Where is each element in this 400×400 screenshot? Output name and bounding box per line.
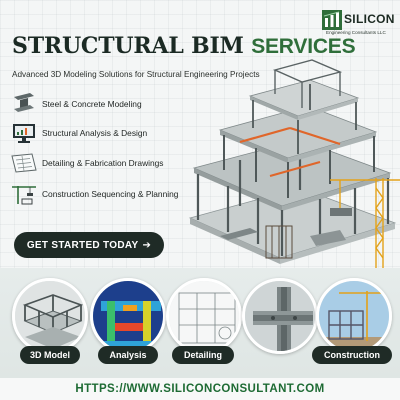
arrow-right-icon: ➔ xyxy=(142,239,152,251)
construction-site-icon xyxy=(319,281,389,351)
thumb-analysis[interactable] xyxy=(90,278,166,354)
bim-building-illustration xyxy=(188,59,400,268)
feature-item-detailing: Detailing & Fabrication Drawings xyxy=(10,151,200,175)
fea-heatmap-icon xyxy=(93,281,163,351)
category-construction[interactable]: Construction xyxy=(312,346,392,364)
brand-subtitle: Engineering Consultants LLC xyxy=(326,30,386,35)
footer: HTTPS://WWW.SILICONCONSULTANT.COM xyxy=(0,378,400,400)
website-url-link[interactable]: HTTPS://WWW.SILICONCONSULTANT.COM xyxy=(75,383,325,395)
feature-item-steel-concrete: Steel & Concrete Modeling xyxy=(10,92,200,116)
steel-connection-icon xyxy=(245,281,315,351)
thumb-3d-model[interactable] xyxy=(12,278,88,354)
title-part-1: STRUCTURAL BIM xyxy=(12,33,244,59)
thumb-detailing[interactable] xyxy=(166,278,242,354)
feature-item-sequencing: Construction Sequencing & Planning xyxy=(10,182,200,206)
get-started-button[interactable]: GET STARTED TODAY ➔ xyxy=(14,232,164,258)
category-3d-model[interactable]: 3D Model xyxy=(20,346,80,364)
title-part-2: SERVICES xyxy=(251,35,356,58)
page-title: STRUCTURAL BIM SERVICES xyxy=(12,33,356,59)
thumb-connection[interactable] xyxy=(242,278,318,354)
category-analysis[interactable]: Analysis xyxy=(98,346,158,364)
brand-logo[interactable]: SILICON Engineering Consultants LLC xyxy=(318,8,396,38)
feature-label: Steel & Concrete Modeling xyxy=(42,99,142,109)
feature-item-analysis-design: Structural Analysis & Design xyxy=(10,121,200,145)
category-detailing[interactable]: Detailing xyxy=(172,346,234,364)
feature-label: Detailing & Fabrication Drawings xyxy=(42,158,164,168)
service-thumbnails: 3D Model Analysis Detailing Construction xyxy=(0,272,400,372)
monitor-chart-icon xyxy=(13,124,35,143)
feature-label: Construction Sequencing & Planning xyxy=(42,189,179,199)
silicon-logo-icon xyxy=(322,10,342,30)
brand-name: SILICON xyxy=(344,12,395,26)
feature-label: Structural Analysis & Design xyxy=(42,128,148,138)
steel-frame-icon xyxy=(15,281,85,351)
crane-icon xyxy=(12,186,36,205)
drawing-sheet-icon xyxy=(169,281,239,351)
page-subtitle: Advanced 3D Modeling Solutions for Struc… xyxy=(12,70,260,79)
i-beam-icon xyxy=(14,93,34,112)
blueprint-icon xyxy=(11,153,37,173)
cta-label: GET STARTED TODAY xyxy=(26,239,139,251)
thumb-construction[interactable] xyxy=(316,278,392,354)
